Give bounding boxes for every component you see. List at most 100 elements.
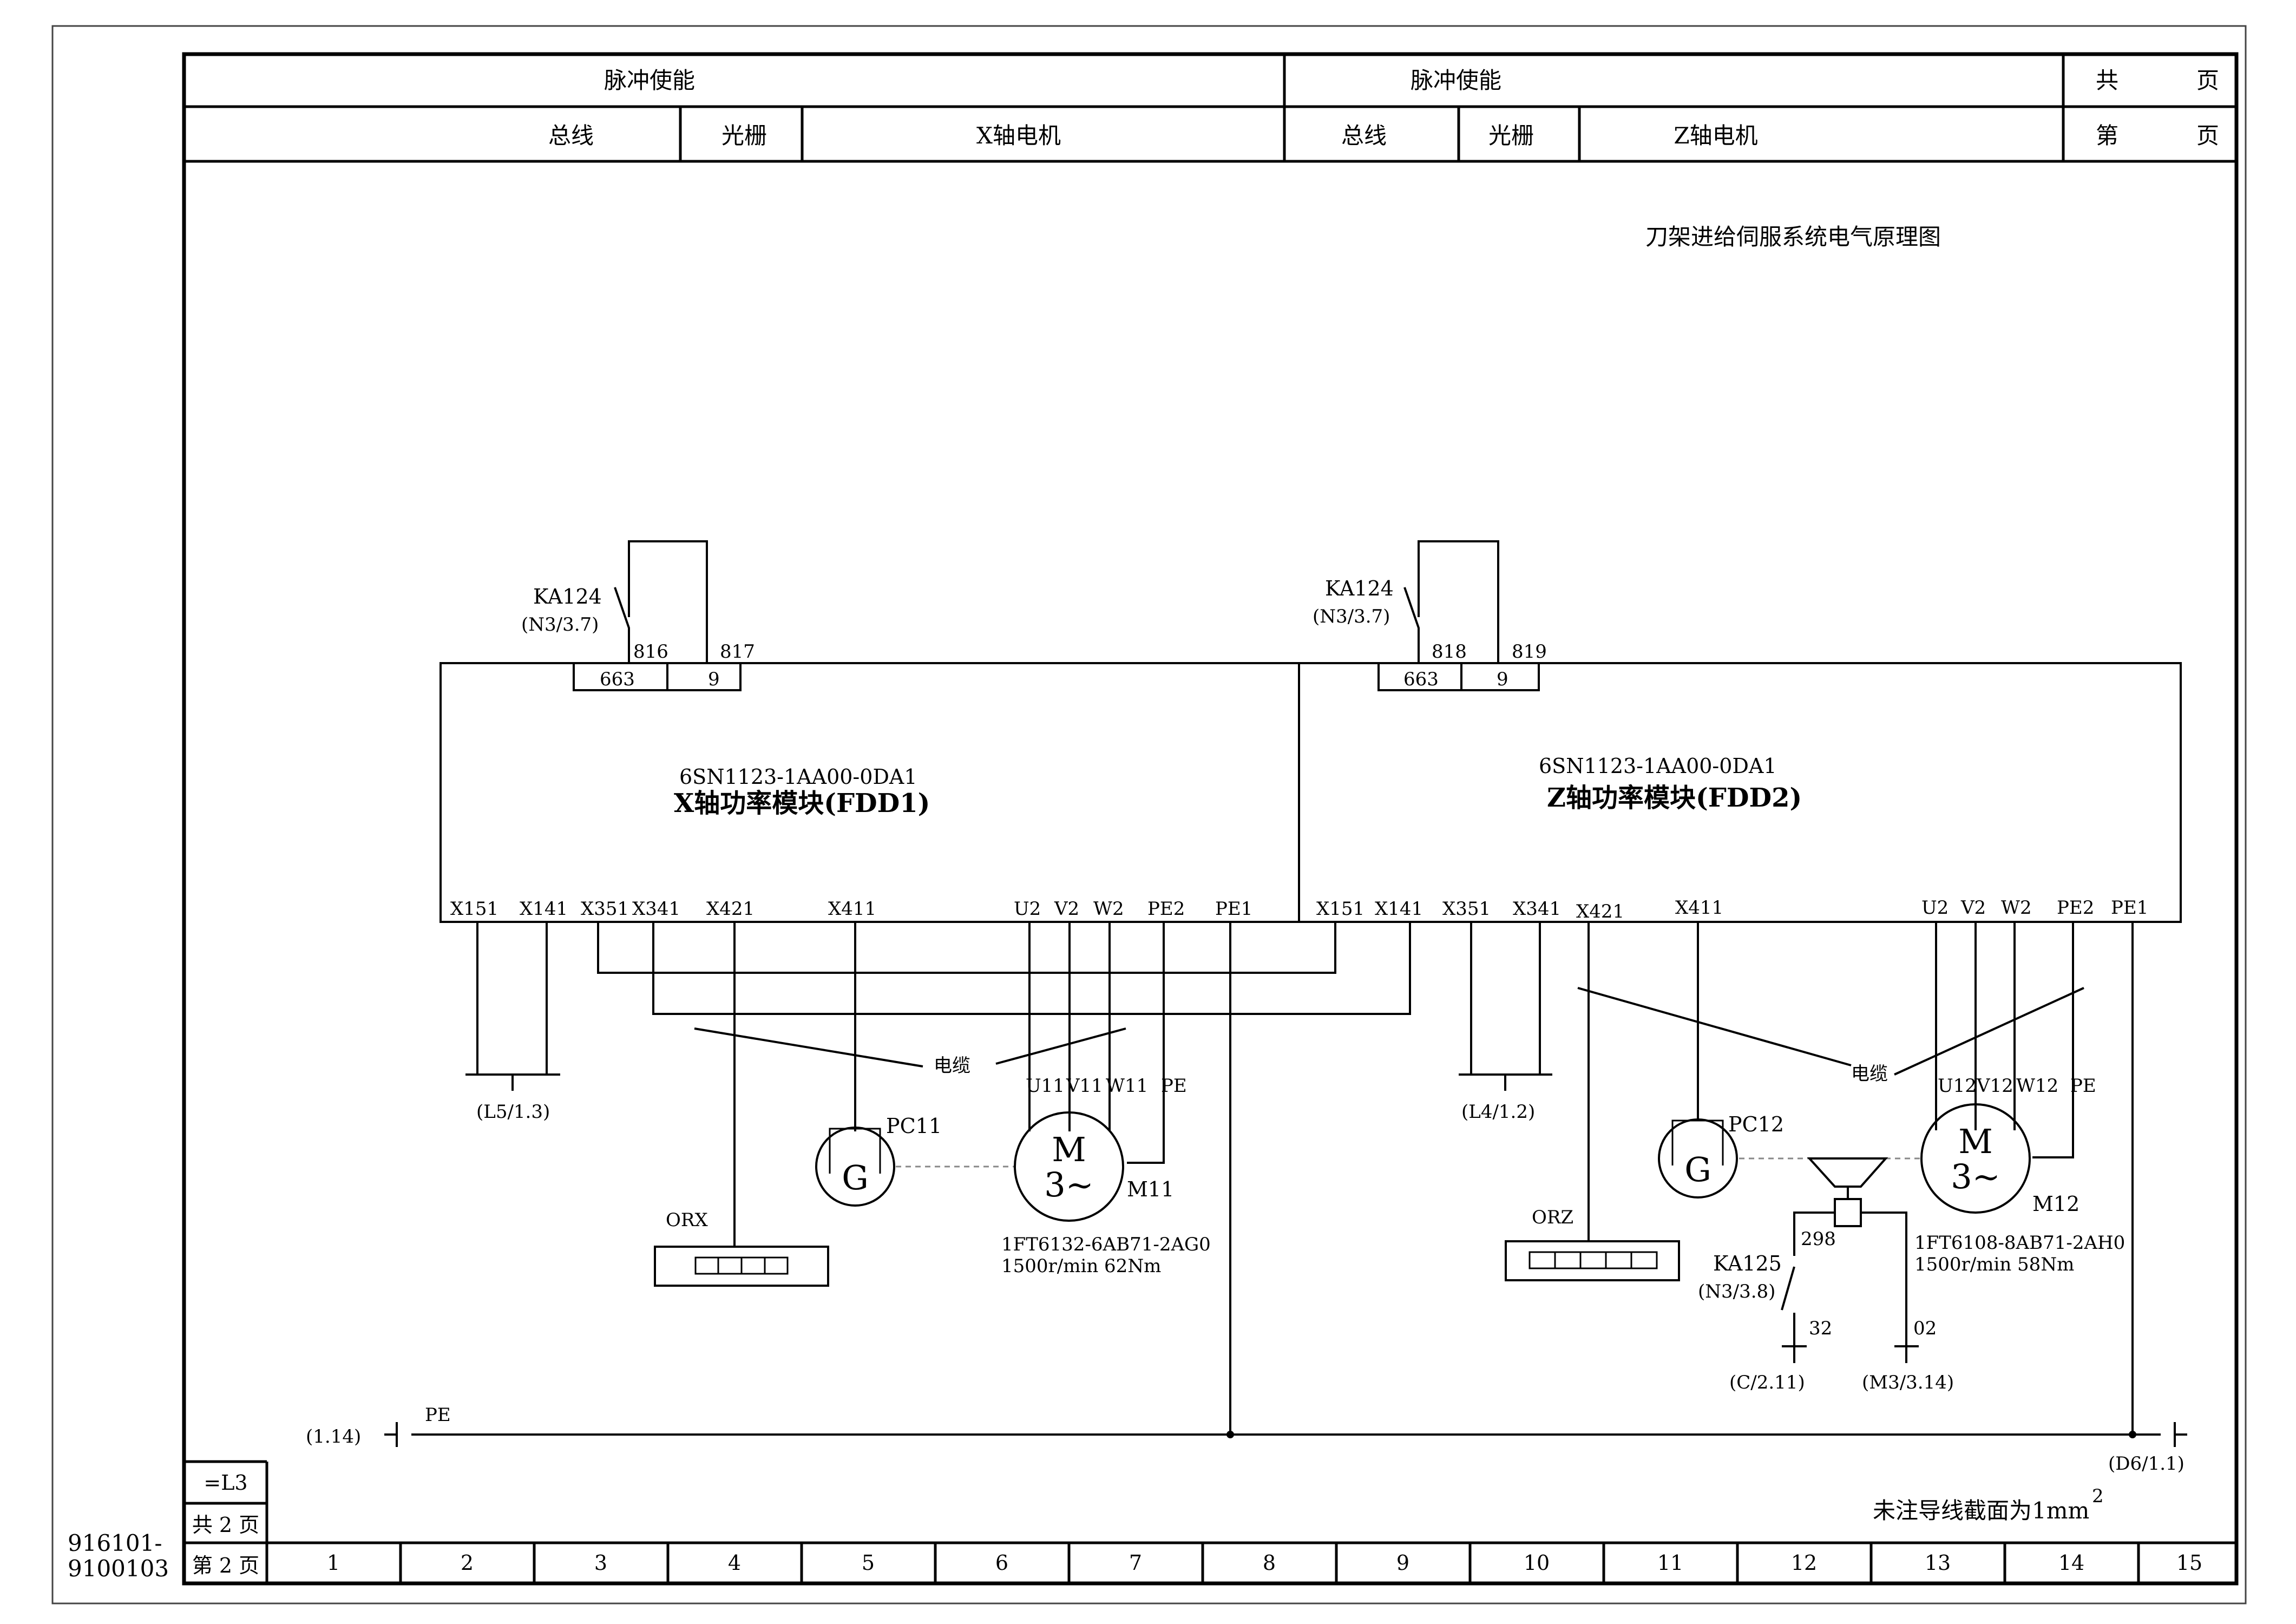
- column-number: 11: [1657, 1551, 1683, 1575]
- port-pe2-right: PE2: [2057, 897, 2094, 919]
- ground-ref-left: (L5/1.3): [476, 1101, 550, 1123]
- drawing-number-2: 9100103: [68, 1555, 169, 1582]
- port-x341-left: X341: [632, 898, 680, 920]
- column-number: 4: [728, 1551, 741, 1575]
- column-number: 14: [2058, 1551, 2084, 1575]
- port-x351-right: X351: [1442, 898, 1491, 920]
- motor-m12-label: M12: [2032, 1192, 2079, 1216]
- x-module-part-no: 6SN1123-1AA00-0DA1: [679, 765, 917, 789]
- relay-ref-right: (N3/3.7): [1313, 606, 1390, 627]
- column-number: 7: [1129, 1551, 1142, 1575]
- header-grating-left: 光栅: [721, 122, 767, 149]
- header-grating-right: 光栅: [1488, 122, 1534, 149]
- pe-bus-right-ref: (D6/1.1): [2108, 1453, 2185, 1475]
- motor-m11: [1014, 1111, 1124, 1222]
- port-v2-right: V2: [1960, 897, 1986, 919]
- motor-wire-v12: V12: [1976, 1075, 2013, 1097]
- motor-wire-v11: V11: [1066, 1075, 1103, 1097]
- wire-819: 819: [1512, 641, 1547, 663]
- sheet-label: 第: [2096, 122, 2118, 149]
- column-number: 5: [862, 1551, 875, 1575]
- motor-wire-pe-right: PE: [2070, 1075, 2096, 1097]
- drawing-code: =L3: [204, 1471, 247, 1495]
- port-w2-left: W2: [1093, 898, 1124, 920]
- port-x351-left: X351: [581, 898, 629, 920]
- terminal-9-left: 9: [708, 669, 720, 690]
- z-module-part-no: 6SN1123-1AA00-0DA1: [1539, 754, 1777, 778]
- terminal-663-right: 663: [1403, 669, 1439, 690]
- motor-m11-label: M11: [1127, 1177, 1174, 1201]
- relay-ka124-right: KA124: [1325, 577, 1394, 600]
- relay-ref-left: (N3/3.7): [521, 614, 599, 636]
- column-number: 9: [1396, 1551, 1409, 1575]
- brake-icon: [1807, 1157, 1888, 1188]
- encoder-pc11: [815, 1127, 895, 1207]
- grating-orx-label: ORX: [666, 1209, 708, 1231]
- column-number: 8: [1263, 1551, 1276, 1575]
- wire-note-sup: 2: [2092, 1485, 2104, 1507]
- x-module-name: X轴功率模块(FDD1): [674, 788, 930, 818]
- port-x141-left: X141: [520, 898, 568, 920]
- port-pe1-right: PE1: [2111, 897, 2148, 919]
- current-page: 第 2 页: [192, 1554, 259, 1577]
- ground-ref-right: (L4/1.2): [1461, 1101, 1535, 1123]
- motor-m12: [1920, 1103, 2031, 1214]
- motor-3phase-left: 3~: [1044, 1165, 1093, 1204]
- port-pe2-left: PE2: [1147, 898, 1185, 920]
- header-z-motor: Z轴电机: [1674, 122, 1757, 149]
- motor-rating-m11: 1500r/min 62Nm: [1001, 1255, 1161, 1277]
- encoder-g-right: G: [1684, 1150, 1711, 1189]
- brake-relay-ref: (N3/3.8): [1698, 1281, 1775, 1302]
- grating-orz-label: ORZ: [1532, 1207, 1573, 1228]
- brake-wire-02: 02: [1913, 1318, 1937, 1339]
- port-v2-left: V2: [1054, 898, 1079, 920]
- port-x151-right: X151: [1316, 898, 1365, 920]
- encoder-pc12-label: PC12: [1728, 1112, 1784, 1136]
- page-unit-bottom: 页: [2196, 122, 2219, 149]
- cable-label-left: 电缆: [934, 1055, 970, 1077]
- drawing-title: 刀架进给伺服系统电气原理图: [1645, 224, 1941, 250]
- brake-wire-298: 298: [1801, 1228, 1836, 1250]
- wire-note: 未注导线截面为1mm: [1873, 1497, 2089, 1524]
- wire-817: 817: [720, 641, 755, 663]
- z-module-name: Z轴功率模块(FDD2): [1547, 783, 1802, 813]
- motor-wire-u12: U12: [1938, 1075, 1977, 1097]
- header-bus-right: 总线: [1341, 122, 1387, 149]
- pe-bus-left-ref: (1.14): [306, 1426, 361, 1448]
- port-x141-right: X141: [1375, 898, 1423, 920]
- column-number: 12: [1791, 1551, 1817, 1575]
- port-x421-right: X421: [1576, 901, 1624, 922]
- motor-wire-w12: W12: [2016, 1075, 2058, 1097]
- pulse-enable-right: 脉冲使能: [1411, 67, 1501, 94]
- brake-wire-32: 32: [1809, 1318, 1832, 1339]
- terminal-9-right: 9: [1497, 669, 1508, 690]
- port-x411-left: X411: [828, 898, 876, 920]
- brake-ref-right: (M3/3.14): [1862, 1372, 1954, 1393]
- port-x421-left: X421: [706, 898, 755, 920]
- encoder-g-left: G: [842, 1158, 869, 1197]
- wire-818: 818: [1432, 641, 1467, 663]
- port-x341-right: X341: [1513, 898, 1561, 920]
- column-number: 1: [327, 1551, 340, 1575]
- terminal-663-left: 663: [600, 669, 635, 690]
- page-unit-top: 页: [2196, 67, 2219, 94]
- motor-wire-u11: U11: [1026, 1075, 1065, 1097]
- relay-ka124-left: KA124: [533, 585, 602, 608]
- header-bus-left: 总线: [548, 122, 594, 149]
- column-number: 2: [461, 1551, 474, 1575]
- motor-3phase-right: 3~: [1951, 1157, 2000, 1196]
- motor-type-m12: 1FT6108-8AB71-2AH0: [1914, 1232, 2125, 1254]
- pulse-enable-left: 脉冲使能: [604, 67, 695, 94]
- column-number: 3: [594, 1551, 607, 1575]
- column-number: 10: [1524, 1551, 1550, 1575]
- encoder-pc11-label: PC11: [886, 1114, 942, 1138]
- motor-wire-pe-left: PE: [1161, 1075, 1187, 1097]
- port-x151-left: X151: [450, 898, 498, 920]
- total-pages-label: 共: [2096, 67, 2118, 94]
- motor-rating-m12: 1500r/min 58Nm: [1914, 1254, 2074, 1275]
- pe-bus-label: PE: [425, 1404, 451, 1426]
- header-x-motor: X轴电机: [976, 122, 1061, 149]
- column-number: 15: [2176, 1551, 2202, 1575]
- motor-m-right: M: [1958, 1122, 1992, 1161]
